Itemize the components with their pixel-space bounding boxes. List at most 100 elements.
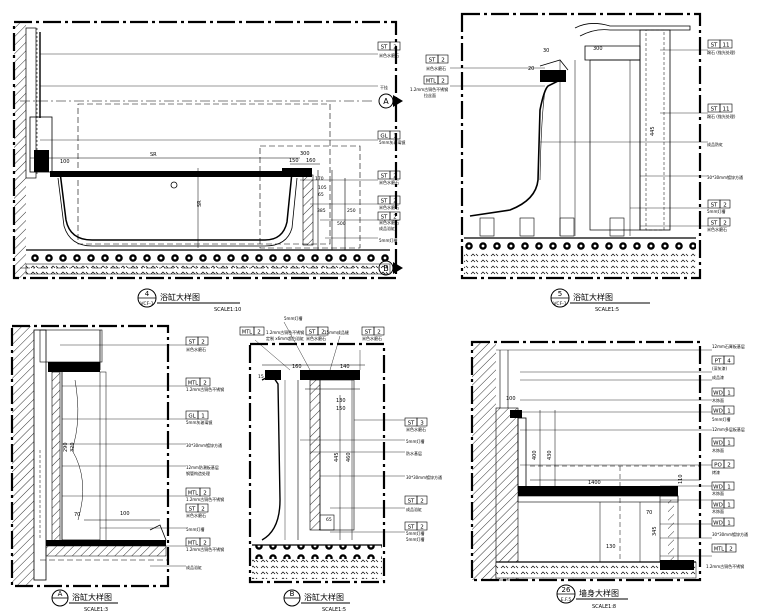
dim-label: 445 bbox=[334, 452, 340, 462]
tag-st-3: ST 3 bbox=[404, 417, 428, 427]
dim-label: 70 bbox=[646, 510, 652, 516]
note-label: 30*30mm镀锌方通 bbox=[707, 174, 743, 180]
note-label: 木饰面 bbox=[712, 447, 724, 453]
wall-stone bbox=[25, 27, 37, 179]
tag-st-2: ST 2 bbox=[305, 326, 329, 336]
svg-text:2: 2 bbox=[393, 174, 397, 180]
dim-label: 500 bbox=[337, 221, 346, 227]
tag-gl-1: GL 1 bbox=[185, 410, 209, 420]
panel-title: 浴缸大样图 bbox=[72, 592, 112, 602]
dim-label: 70 bbox=[74, 512, 80, 518]
dim-label: SR bbox=[150, 152, 157, 158]
svg-text:2: 2 bbox=[203, 381, 207, 387]
svg-text:WD: WD bbox=[713, 409, 723, 415]
svg-text:2: 2 bbox=[377, 330, 381, 336]
panel-title: 浴缸大样图 bbox=[160, 292, 200, 302]
note-label: 1.2mm古铜色不锈钢 bbox=[266, 329, 304, 335]
svg-text:2: 2 bbox=[393, 215, 397, 221]
svg-text:2: 2 bbox=[321, 330, 325, 336]
dim-label: 150 bbox=[289, 158, 299, 164]
panel-5-bathtub-detail: ST 2 米色水磨石 MTL 2 1.2mm古铜色不锈钢 拉丝面 ST 11 踢… bbox=[410, 12, 743, 313]
dim-label: 290 bbox=[63, 442, 69, 452]
svg-text:PO: PO bbox=[714, 463, 722, 469]
panel-frame bbox=[248, 342, 386, 584]
panel-title: 浴缸大样图 bbox=[304, 592, 344, 602]
note-label: 烤漆 bbox=[712, 469, 720, 475]
svg-text:MTL: MTL bbox=[188, 541, 198, 547]
svg-text:1: 1 bbox=[727, 391, 731, 397]
svg-text:MTL: MTL bbox=[714, 547, 724, 553]
svg-text:VCF-1: VCF-1 bbox=[140, 301, 153, 307]
dim-label: 30 bbox=[543, 48, 549, 54]
drain-icon bbox=[170, 181, 178, 189]
note-label: 5mm灯槽 bbox=[186, 526, 204, 532]
svg-text:WD: WD bbox=[713, 521, 723, 527]
note-label: 成品浴缸 bbox=[379, 225, 395, 231]
dim-label: 100 bbox=[120, 511, 130, 517]
panel-title-block: 4 VCF-1 浴缸大样图 SCALE1:10 bbox=[137, 288, 241, 313]
wall-hatch bbox=[12, 326, 34, 586]
note-label: 米色水磨石 bbox=[306, 335, 326, 341]
dim-label: 345 bbox=[652, 526, 658, 536]
tub-wall-cap bbox=[34, 150, 49, 172]
tag-po-2: PO 2 bbox=[711, 459, 735, 469]
panel-4-bathtub-detail: A B ST 2 米色水磨石 干挂 GL 1 5mm灰玻璃镜 ST 2 米色水磨… bbox=[12, 20, 405, 313]
tag-wd-1: WD 1 bbox=[711, 437, 735, 447]
dim-label: 140 bbox=[340, 364, 350, 370]
svg-text:MTL: MTL bbox=[242, 330, 252, 336]
svg-text:2: 2 bbox=[257, 330, 261, 336]
dim-label: 460 bbox=[346, 452, 352, 462]
tag-st-2: ST 2 bbox=[707, 199, 731, 209]
svg-text:4: 4 bbox=[145, 290, 150, 298]
note-label: 1.2mm古铜色不锈钢 bbox=[410, 86, 448, 92]
svg-text:1: 1 bbox=[727, 503, 731, 509]
svg-text:1: 1 bbox=[393, 134, 397, 140]
note-label: 米色水磨石 bbox=[379, 179, 399, 185]
dim-label: 70 bbox=[43, 159, 49, 165]
dim-label: 1400 bbox=[588, 480, 601, 486]
reference-box bbox=[77, 103, 331, 245]
svg-text:2: 2 bbox=[723, 221, 727, 227]
svg-text:VCF-1: VCF-1 bbox=[553, 301, 566, 307]
dim-label: 15 bbox=[258, 374, 264, 380]
note-label: 5mm灯槽 bbox=[379, 237, 397, 243]
svg-text:ST: ST bbox=[711, 43, 718, 49]
svg-text:ST: ST bbox=[381, 174, 388, 180]
svg-text:3: 3 bbox=[420, 421, 424, 427]
note-label: 成品浴缸 bbox=[186, 564, 202, 570]
svg-text:B: B bbox=[290, 590, 295, 598]
panel-title-block: B 浴缸大样图 SCALE1:5 bbox=[283, 589, 350, 613]
svg-text:11: 11 bbox=[723, 107, 730, 113]
note-label: 木饰面 bbox=[712, 490, 724, 496]
svg-text:ST: ST bbox=[711, 221, 718, 227]
dim-label: 65 bbox=[326, 517, 332, 523]
panel-scale: SCALE1:8 bbox=[592, 604, 616, 610]
note-label: 木饰面 bbox=[712, 397, 724, 403]
note-label: 木饰面 bbox=[712, 508, 724, 514]
svg-text:11: 11 bbox=[723, 43, 730, 49]
note-label: 米色水磨石 bbox=[379, 204, 399, 210]
svg-text:WD: WD bbox=[713, 485, 723, 491]
svg-text:2: 2 bbox=[203, 491, 207, 497]
dim-label: 160 bbox=[292, 364, 302, 370]
note-label: 5mm灯槽 bbox=[284, 315, 302, 321]
svg-text:2: 2 bbox=[420, 499, 424, 505]
panel-title-block: 26 E.F.5 墙身大样图 SCALE1:8 bbox=[556, 584, 628, 610]
svg-text:2: 2 bbox=[393, 45, 397, 51]
dim-label: 300 bbox=[593, 46, 603, 52]
svg-text:ST: ST bbox=[711, 203, 718, 209]
svg-text:ST: ST bbox=[309, 330, 316, 336]
svg-text:2: 2 bbox=[723, 203, 727, 209]
svg-text:1: 1 bbox=[727, 441, 731, 447]
note-label: 5mm灯槽 bbox=[406, 438, 424, 444]
wall-hatch bbox=[472, 342, 496, 580]
panel-frame bbox=[460, 12, 702, 280]
svg-text:ST: ST bbox=[429, 58, 436, 64]
note-label: 30*30mm镀锌方通 bbox=[406, 474, 442, 480]
note-label: 踢石 (抛光处理) bbox=[707, 113, 736, 119]
dim-label: 130 bbox=[606, 544, 616, 550]
tag-st-2: ST 2 bbox=[377, 195, 401, 205]
panel-title: 墙身大样图 bbox=[579, 588, 619, 598]
dim-label: 320 bbox=[70, 442, 76, 452]
